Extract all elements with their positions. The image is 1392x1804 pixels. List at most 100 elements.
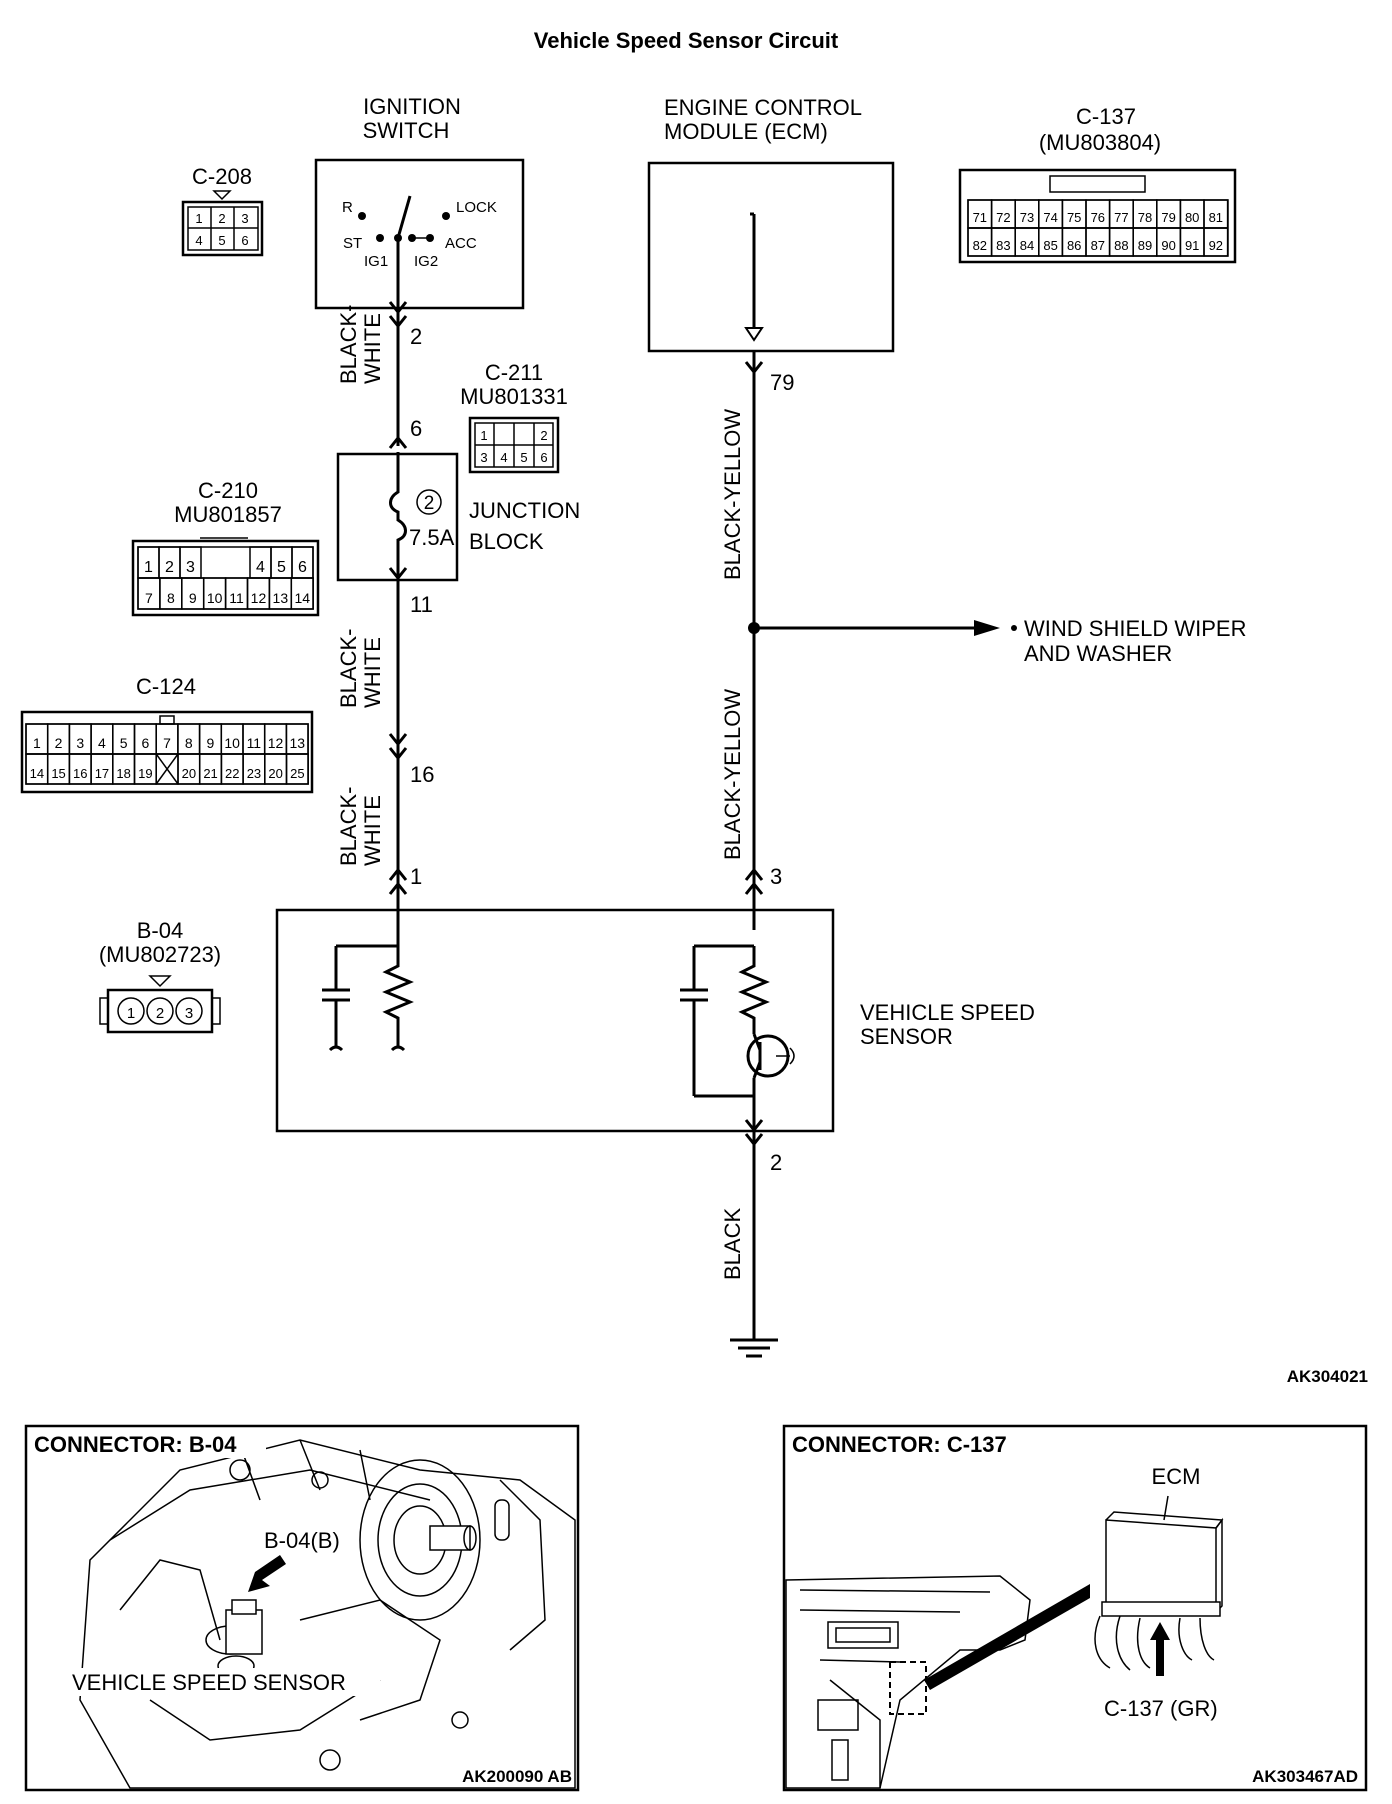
c124-pin-14: 14 [30, 766, 44, 781]
c210-pin-14: 14 [294, 590, 310, 606]
c137-pin-92: 92 [1209, 238, 1223, 253]
ignition-switch-label-1: IGNITION [363, 94, 461, 119]
c210-pin-7: 7 [145, 590, 153, 606]
panel-c137-frame [782, 1424, 1368, 1792]
c137-pin-75: 75 [1067, 210, 1081, 225]
wire-label-bw-1a: BLACK- [336, 305, 361, 384]
c211-pin-1: 1 [480, 428, 487, 443]
c124-pin-10: 10 [224, 735, 240, 751]
b04-name: B-04 [137, 918, 183, 943]
c124-pin-23: 23 [247, 766, 261, 781]
wire-black-ground [730, 1150, 778, 1358]
wire-label-black: BLACK [720, 1208, 745, 1280]
wire-label-bw-3a: BLACK- [336, 787, 361, 866]
ign-pos-acc: ACC [445, 235, 477, 252]
ecm-internal-arrow [744, 212, 764, 342]
c124-pin-1: 1 [33, 735, 41, 751]
c211-pin-2: 2 [540, 428, 547, 443]
c208-pin-6: 6 [241, 233, 248, 248]
fuse-rating: 7.5A [409, 525, 455, 550]
c137-pin-78: 78 [1138, 210, 1152, 225]
c124-pin-22: 22 [225, 766, 239, 781]
c124-pin-19: 19 [138, 766, 152, 781]
c210-cell [290, 577, 314, 610]
ignition-switch-symbol [358, 195, 450, 242]
ignition-switch-box [314, 158, 525, 310]
c124-cell [285, 753, 309, 785]
c211-pin-5: 5 [520, 450, 527, 465]
c208-pin-4: 4 [195, 233, 202, 248]
c124-pin-16: 16 [73, 766, 87, 781]
c210-pin-9: 9 [189, 590, 197, 606]
vss-label-1: VEHICLE SPEED [860, 1000, 1035, 1025]
c124-pin-2: 2 [55, 735, 63, 751]
c137-pin-80: 80 [1185, 210, 1199, 225]
c210-pin-2: 2 [165, 559, 174, 576]
panel-b04-caption: VEHICLE SPEED SENSOR [72, 1670, 346, 1695]
pin-vss-2: 2 [770, 1150, 782, 1175]
wire-label-bw-1b: WHITE [360, 313, 385, 384]
diagram-code: AK304021 [1287, 1367, 1368, 1386]
c208-pin-1: 1 [195, 211, 202, 226]
b04-part: (MU802723) [99, 942, 221, 967]
c124-pin-8: 8 [185, 735, 193, 751]
c137-pin-88: 88 [1114, 238, 1128, 253]
junction-block-label-1: JUNCTION [469, 498, 580, 523]
c124-pin-4: 4 [98, 735, 106, 751]
c210-pin-8: 8 [167, 590, 175, 606]
c124-pin-18: 18 [116, 766, 130, 781]
c210-pin-12: 12 [251, 590, 267, 606]
c124-pin-20: 20 [268, 766, 282, 781]
c137-pin-81: 81 [1209, 210, 1223, 225]
ign-pos-ig2: IG2 [414, 253, 438, 270]
c137-pin-72: 72 [996, 210, 1010, 225]
c137-pin-76: 76 [1091, 210, 1105, 225]
panel-c137-callout: C-137 (GR) [1104, 1696, 1218, 1721]
wire-label-by-1: BLACK-YELLOW [720, 409, 745, 580]
c137-pin-84: 84 [1020, 238, 1034, 253]
c210-pin-10: 10 [207, 590, 223, 606]
transmission-illustration [79, 1439, 576, 1789]
c210-pin-3: 3 [186, 559, 195, 576]
c137-pin-71: 71 [973, 210, 987, 225]
c124-pin-9: 9 [207, 735, 215, 751]
b04-pin-2: 2 [156, 1005, 164, 1022]
c124-pin-17: 17 [95, 766, 109, 781]
c124-pin-11: 11 [247, 735, 262, 751]
c137-pin-90: 90 [1161, 238, 1175, 253]
c208-connector [181, 190, 264, 257]
c211-connector [468, 416, 560, 474]
c210-pin-5: 5 [277, 559, 286, 576]
c211-pin-6: 6 [540, 450, 547, 465]
wire-label-by-2: BLACK-YELLOW [720, 689, 745, 860]
c210-pin-13: 13 [273, 590, 289, 606]
c137-pin-91: 91 [1185, 238, 1199, 253]
c211-pin-4: 4 [500, 450, 507, 465]
c137-part: (MU803804) [1039, 130, 1161, 155]
c137-pin-89: 89 [1138, 238, 1152, 253]
vss-box [275, 908, 835, 1133]
ecm-box [647, 161, 895, 353]
c124-pin-6: 6 [141, 735, 149, 751]
c211-part: MU801331 [460, 384, 568, 409]
c208-pin-5: 5 [218, 233, 225, 248]
c210-name: C-210 [198, 478, 258, 503]
pin-jb-out: 11 [410, 592, 433, 617]
wiper-label-1: WIND SHIELD WIPER [1024, 616, 1246, 641]
c124-pin-25: 25 [290, 766, 304, 781]
pin-c124: 16 [410, 762, 434, 787]
c208-pin-3: 3 [241, 211, 248, 226]
fuse-symbol [389, 452, 442, 570]
c210-pin-6: 6 [298, 559, 307, 576]
c124-pin-21: 21 [203, 766, 217, 781]
c124-pin-20: 20 [182, 766, 196, 781]
diagram-title: Vehicle Speed Sensor Circuit [534, 28, 839, 53]
wire-black-yellow [744, 352, 1017, 930]
panel-c137-code: AK303467AD [1252, 1767, 1358, 1786]
ign-pos-st: ST [343, 235, 362, 252]
c210-pin-11: 11 [229, 590, 244, 606]
junction-block-label-2: BLOCK [469, 529, 544, 554]
c124-pin-7: 7 [163, 735, 171, 751]
